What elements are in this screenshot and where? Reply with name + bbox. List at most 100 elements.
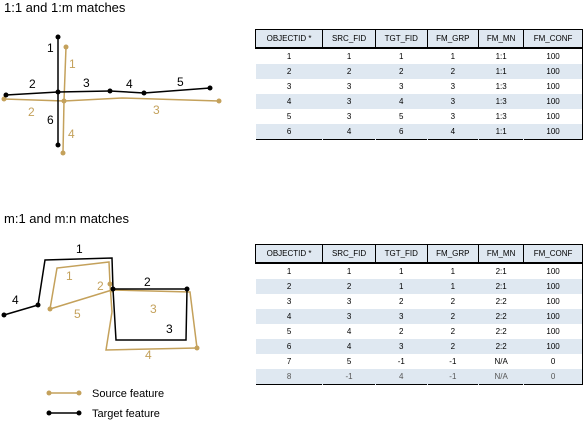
section-title-mton: m:1 and m:n matches: [4, 211, 129, 226]
source-line-1: [63, 46, 67, 102]
cell-objectid: 7: [255, 354, 323, 369]
table-header-row: OBJECTID * SRC_FID TGT_FID FM_GRP FM_MN …: [254, 244, 583, 264]
cell-fm-conf: 100: [523, 48, 583, 64]
cell-fm-mn: 1:1: [478, 64, 524, 79]
cell-fm-conf: 100: [523, 309, 583, 324]
cell-src-fid: 4: [322, 124, 376, 140]
cell-fm-mn: 2:2: [478, 339, 524, 354]
col-header-objectid[interactable]: OBJECTID *: [254, 29, 324, 49]
cell-src-fid: 3: [322, 79, 376, 94]
source-poly-1: [49, 261, 111, 310]
cell-fm-grp: 3: [427, 79, 479, 94]
cell-tgt-fid: 2: [375, 324, 428, 339]
cell-tgt-fid: 1: [375, 279, 428, 294]
cell-tgt-fid: 4: [375, 94, 428, 109]
d2-source-label-4: 4: [145, 348, 152, 362]
cell-objectid: 6: [255, 339, 323, 354]
source-line-2: [3, 98, 65, 102]
cell-tgt-fid: 6: [375, 124, 428, 140]
col-header-tgt-fid[interactable]: TGT_FID: [374, 244, 428, 264]
cell-fm-mn: N/A: [478, 369, 524, 385]
cell-fm-grp: 2: [427, 339, 479, 354]
cell-src-fid: 3: [322, 109, 376, 124]
cell-fm-mn: 1:1: [478, 124, 524, 140]
d1-target-label-6: 6: [47, 113, 54, 127]
cell-objectid: 2: [255, 64, 323, 79]
col-header-fm-conf[interactable]: FM_CONF: [523, 244, 583, 264]
cell-fm-grp: 3: [427, 109, 479, 124]
cell-fm-conf: 100: [523, 109, 583, 124]
col-header-tgt-fid[interactable]: TGT_FID: [374, 29, 428, 49]
col-header-fm-mn[interactable]: FM_MN: [478, 29, 525, 49]
cell-tgt-fid: 3: [375, 339, 428, 354]
cell-objectid: 5: [255, 324, 323, 339]
col-header-src-fid[interactable]: SRC_FID: [322, 244, 376, 264]
cell-fm-mn: 2:2: [478, 309, 524, 324]
col-header-fm-conf[interactable]: FM_CONF: [523, 29, 583, 49]
cell-fm-mn: 1:3: [478, 79, 524, 94]
col-header-objectid[interactable]: OBJECTID *: [254, 244, 324, 264]
diagram-1to1: 1 2 3 4 5 6 1 2 3 4: [1, 34, 222, 156]
cell-src-fid: 4: [322, 339, 376, 354]
cell-objectid: 4: [255, 309, 323, 324]
cell-fm-conf: 100: [523, 263, 583, 279]
cell-tgt-fid: 2: [375, 294, 428, 309]
cell-objectid: 4: [255, 94, 323, 109]
col-header-src-fid[interactable]: SRC_FID: [322, 29, 376, 49]
d1-source-label-2: 2: [28, 105, 35, 119]
cell-fm-mn: N/A: [478, 354, 524, 369]
d2-source-label-3: 3: [150, 302, 157, 316]
attribute-table-2: OBJECTID * SRC_FID TGT_FID FM_GRP FM_MN …: [254, 244, 583, 385]
cell-src-fid: 1: [322, 263, 376, 279]
source-poly-4: [105, 311, 198, 351]
cell-tgt-fid: 2: [375, 64, 428, 79]
cell-fm-grp: 2: [427, 64, 479, 79]
cell-fm-grp: 1: [427, 263, 479, 279]
cell-fm-grp: 2: [427, 294, 479, 309]
cell-fm-grp: 4: [427, 124, 479, 140]
cell-fm-grp: 2: [427, 324, 479, 339]
cell-fm-grp: 1: [427, 279, 479, 294]
col-header-fm-mn[interactable]: FM_MN: [478, 244, 525, 264]
d2-source-label-2: 2: [97, 279, 104, 293]
d2-target-label-2: 2: [144, 275, 151, 289]
source-poly-5: [49, 289, 113, 310]
cell-tgt-fid: 1: [375, 263, 428, 279]
source-line-4: [62, 100, 65, 154]
legend-source-label: Source feature: [92, 388, 164, 400]
target-poly-4: [3, 304, 39, 316]
col-header-fm-grp[interactable]: FM_GRP: [426, 244, 480, 264]
d1-target-label-3: 3: [83, 76, 90, 90]
cell-tgt-fid: 3: [375, 79, 428, 94]
cell-fm-conf: 0: [523, 369, 583, 385]
cell-src-fid: 2: [322, 64, 376, 79]
legend-source-symbol: [46, 390, 82, 396]
target-poly-3: [112, 288, 188, 341]
cell-fm-mn: 2:1: [478, 279, 524, 294]
col-header-fm-grp[interactable]: FM_GRP: [426, 29, 480, 49]
cell-objectid: 1: [255, 48, 323, 64]
cell-fm-mn: 2:2: [478, 324, 524, 339]
d1-source-label-4: 4: [68, 127, 75, 141]
cell-fm-conf: 100: [523, 294, 583, 309]
cell-fm-grp: 2: [427, 309, 479, 324]
cell-fm-conf: 100: [523, 324, 583, 339]
cell-objectid: 3: [255, 294, 323, 309]
